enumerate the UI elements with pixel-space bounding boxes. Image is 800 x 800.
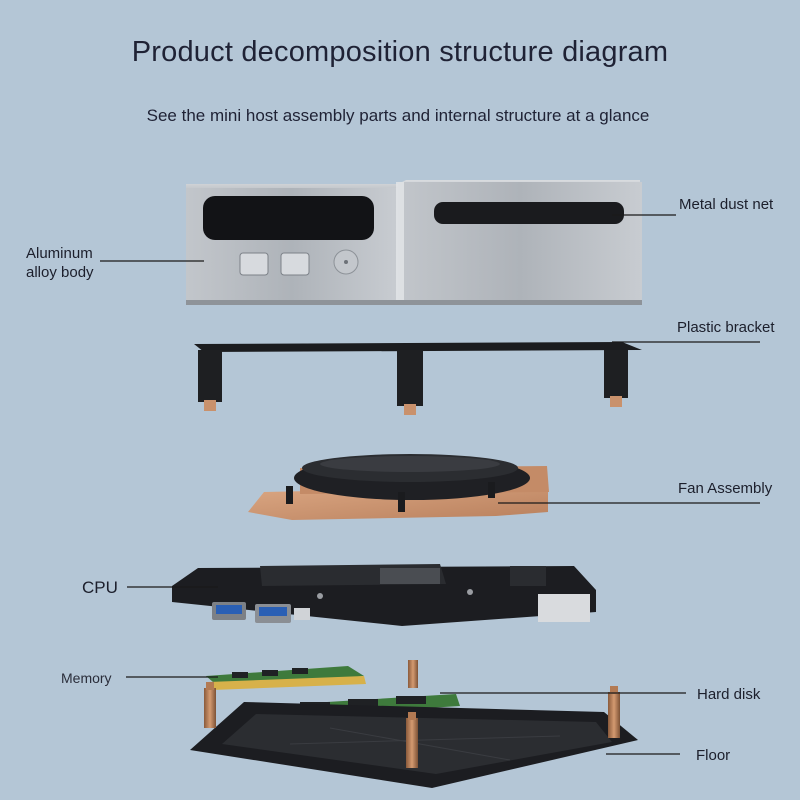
aluminum-alloy-body — [186, 180, 642, 305]
label-floor: Floor — [696, 747, 731, 764]
leader-lines — [100, 214, 760, 755]
label-aluminum-line1: Aluminum — [26, 245, 93, 262]
label-aluminum-line2: alloy body — [26, 264, 94, 281]
label-aluminum-alloy-body: Aluminum alloy body — [26, 244, 94, 282]
label-hard-disk: Hard disk — [697, 686, 761, 703]
label-fan-assembly: Fan Assembly — [678, 480, 773, 497]
usb-port-icon — [280, 252, 310, 276]
cpu-motherboard — [172, 564, 596, 626]
bracket-post — [198, 350, 222, 411]
plastic-bracket — [194, 342, 642, 415]
label-cpu: CPU — [82, 578, 118, 597]
label-memory: Memory — [61, 670, 112, 686]
page-title: Product decomposition structure diagram — [131, 36, 669, 68]
bracket-post — [604, 350, 628, 407]
page-subtitle: See the mini host assembly parts and int… — [146, 106, 650, 125]
bracket-post — [397, 350, 423, 415]
label-metal-dust-net: Metal dust net — [679, 196, 774, 213]
usb-port-icon — [239, 252, 269, 276]
memory-module — [206, 666, 366, 690]
metal-dust-net — [434, 202, 624, 224]
standoffs — [204, 660, 620, 768]
fan-assembly — [248, 454, 549, 520]
front-grille — [203, 196, 374, 240]
label-plastic-bracket: Plastic bracket — [677, 319, 775, 336]
